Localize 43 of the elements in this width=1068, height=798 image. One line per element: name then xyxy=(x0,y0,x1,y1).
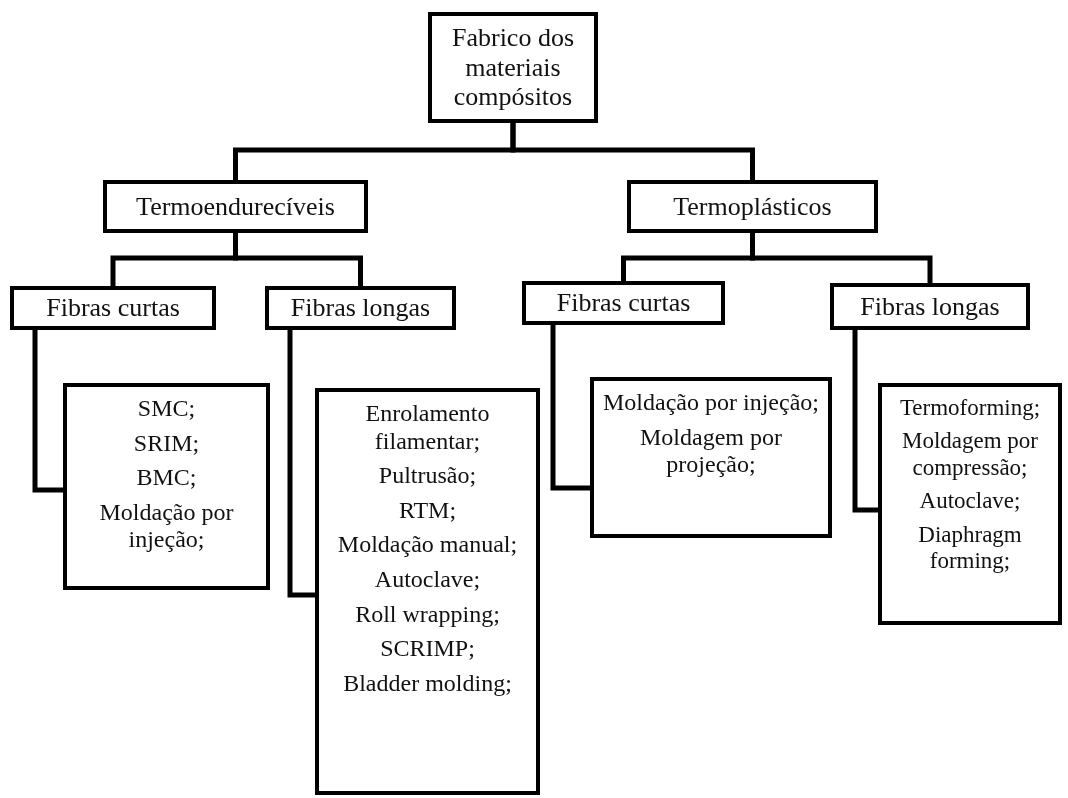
category-box xyxy=(830,283,1030,330)
list-item: SRIM; xyxy=(133,429,200,458)
connector-line xyxy=(287,330,315,598)
list-box xyxy=(878,383,1062,625)
connector-line xyxy=(32,330,63,493)
list-item: Pultrusão; xyxy=(378,462,477,490)
category-box xyxy=(522,281,725,325)
box-label: Termoendurecíveis xyxy=(136,191,335,222)
list-box xyxy=(63,383,270,590)
list-item: RTM; xyxy=(398,496,457,525)
list-item: Autoclave; xyxy=(374,565,481,594)
box-label: Fibras longas xyxy=(860,291,1000,322)
list-item: Moldagem por projeção; xyxy=(639,423,783,479)
category-box xyxy=(627,180,878,233)
category-box xyxy=(10,286,216,330)
list-item: Autoclave; xyxy=(919,488,1021,515)
category-box xyxy=(428,12,598,123)
list-item: Bladder molding; xyxy=(343,669,512,698)
list-item: Moldação por injeção; xyxy=(98,498,235,554)
list-item: BMC; xyxy=(136,464,197,492)
list-item: SCRIMP; xyxy=(380,635,475,663)
list-item: Termoforming; xyxy=(899,395,1041,422)
category-box xyxy=(103,180,368,233)
list-item: SMC; xyxy=(137,395,196,423)
box-label: Fabrico dos materiais compósitos xyxy=(450,22,575,113)
box-label: Fibras curtas xyxy=(46,293,180,323)
list-item: Enrolamento filamentar; xyxy=(364,400,491,456)
connector-line xyxy=(233,233,363,286)
list-item: Diaphragm forming; xyxy=(917,521,1023,575)
list-item: Moldação por injeção; xyxy=(603,389,819,417)
connector-line xyxy=(510,123,755,180)
connector-line xyxy=(852,330,878,513)
connector-line xyxy=(750,233,933,283)
list-item: Roll wrapping; xyxy=(355,600,500,629)
list-box xyxy=(315,388,540,795)
box-label: Fibras curtas xyxy=(556,288,691,318)
box-label: Termoplásticos xyxy=(673,191,832,222)
list-item: Moldação manual; xyxy=(337,531,518,559)
list-box xyxy=(590,377,832,538)
list-item: Moldagem por compressão; xyxy=(900,428,1040,482)
category-box xyxy=(265,286,456,330)
connector-line xyxy=(550,325,590,491)
box-label: Fibras longas xyxy=(290,293,431,323)
